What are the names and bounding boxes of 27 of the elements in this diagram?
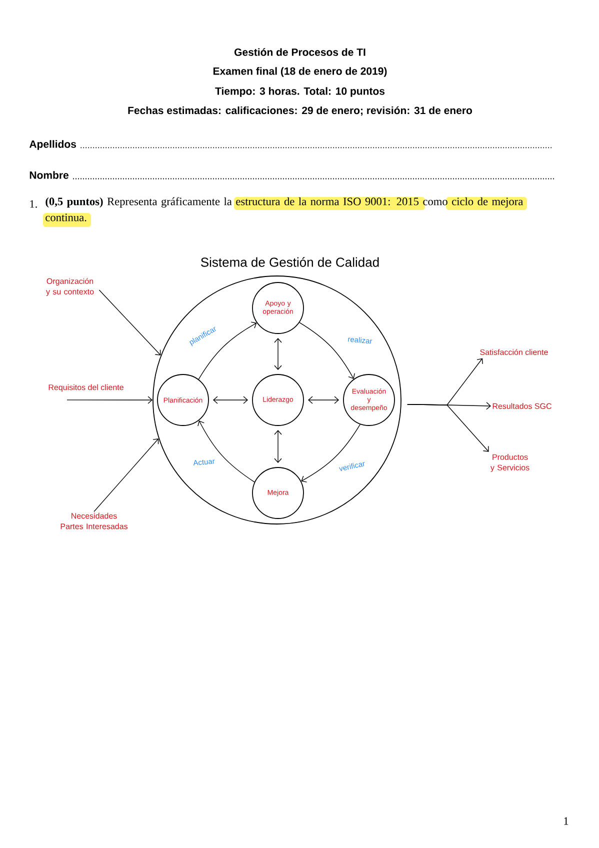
annotation-text: Productos y Servicios [490, 454, 530, 472]
header-text: Tiempo: 3 horas. Total: 10 puntos [215, 87, 385, 97]
diagram-heading: Sistema de Gestión de Calidad [200, 257, 379, 267]
arrow [198, 322, 257, 380]
header-text: Examen final (18 de enero de 2019) [213, 67, 387, 77]
double-arrow [274, 430, 282, 464]
annotation-text: Organización y su contexto [46, 278, 94, 296]
field-label: Apellidos [29, 140, 76, 150]
double-arrow [212, 396, 248, 404]
arrow [198, 420, 255, 482]
arrow [301, 424, 360, 482]
double-arrow [308, 396, 340, 404]
arrow [407, 404, 489, 452]
annotation-text: Necesidades Partes Interesadas [60, 512, 128, 530]
header-text: Fechas estimadas: calificaciones: 29 de enero; revisión: 31 de enero [128, 106, 472, 116]
arrow [299, 322, 355, 380]
page-number: 1 [564, 817, 568, 825]
arrow [94, 438, 159, 512]
double-arrow [274, 338, 282, 370]
annotation-text: Resultados SGC [492, 403, 552, 409]
arrow [98, 290, 161, 356]
arrow [66, 396, 153, 404]
annotation-text: Requisitos del cliente [48, 384, 124, 392]
field-label: Nombre [30, 171, 68, 179]
question-number: 1. [30, 200, 37, 208]
annotation-text: Satisfacción cliente [480, 349, 548, 355]
exam-title: Gestión de Procesos de TI [234, 48, 366, 56]
